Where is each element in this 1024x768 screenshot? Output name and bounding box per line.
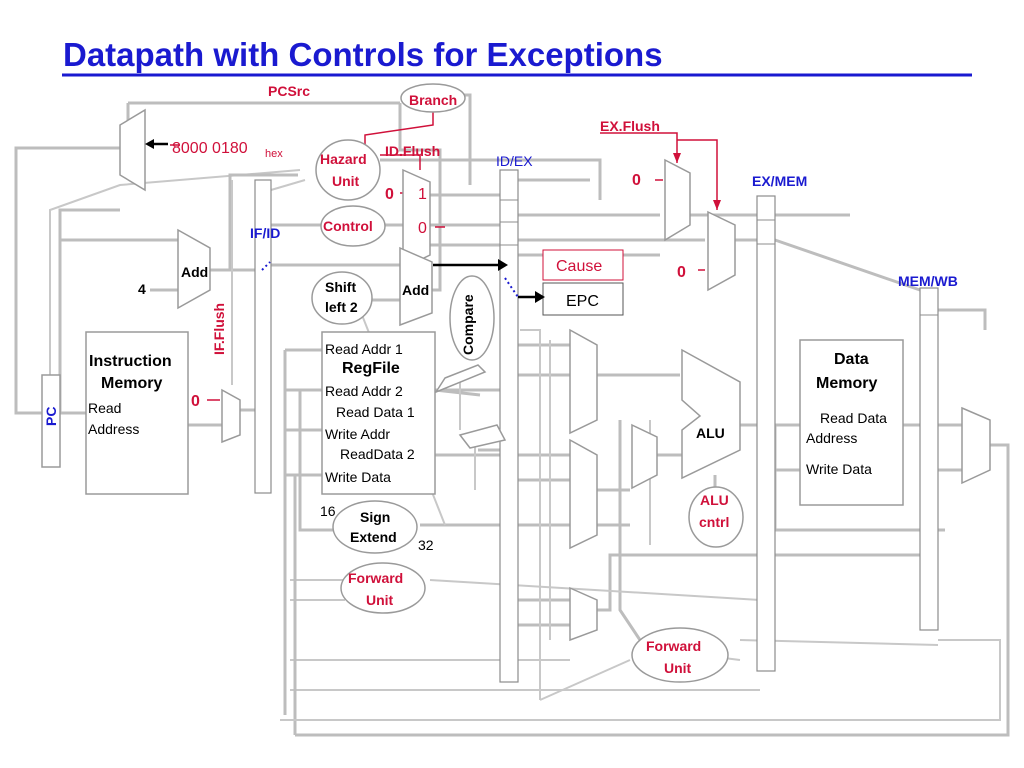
compare-unit <box>449 275 495 361</box>
alu-control-label-1: ALU <box>700 492 729 508</box>
fwd-mux-a <box>434 364 487 394</box>
if-flush-label: IF.Flush <box>211 303 227 355</box>
rf-name: RegFile <box>342 360 400 377</box>
ex-flush-label: EX.Flush <box>600 118 660 134</box>
pipeline-registers <box>254 169 939 683</box>
regdst-mux <box>569 586 598 642</box>
id-flush-label: ID.Flush <box>385 143 440 159</box>
pcsrc-label: PCSrc <box>268 83 310 99</box>
if-id-register <box>254 179 272 494</box>
imem-read: Read <box>88 400 121 416</box>
arrows <box>145 139 721 303</box>
mux-shapes <box>119 108 991 642</box>
alu-mux-a <box>569 328 598 435</box>
imem-address: Address <box>88 421 139 437</box>
pc-label: PC <box>43 407 59 426</box>
branch-adder <box>399 246 433 327</box>
mux-zero-b: 0 <box>418 220 427 237</box>
labels: PCSrc Branch EX.Flush ID.Flush Hazard Un… <box>43 83 958 676</box>
mem-wb-register <box>919 287 939 631</box>
ex-zero-2: 0 <box>677 264 686 281</box>
cause-label: Cause <box>556 258 602 275</box>
epc-register <box>542 282 624 316</box>
rf-read-data-1: Read Data 1 <box>336 404 415 420</box>
dmem-read-data: Read Data <box>820 410 887 426</box>
pc-adder <box>177 228 211 310</box>
add2-label: Add <box>402 282 429 298</box>
alu-mux-b <box>569 438 598 550</box>
four-label: 4 <box>138 281 146 297</box>
rf-read-addr-2: Read Addr 2 <box>325 383 403 399</box>
mux-zero-a: 0 <box>385 186 394 203</box>
thirtytwo-label: 32 <box>418 537 434 553</box>
control-label: Control <box>323 218 373 234</box>
hazard-label-2: Unit <box>332 173 360 189</box>
if-zero: 0 <box>191 393 200 410</box>
fwd1-label-2: Unit <box>366 592 394 608</box>
control-wires <box>170 95 718 401</box>
pc-mux <box>119 108 146 192</box>
alusrc-mux <box>631 423 658 490</box>
instruction-memory <box>85 331 189 495</box>
diagram-title: Datapath with Controls for Exceptions <box>63 36 663 73</box>
sign-extend <box>332 500 418 554</box>
id-ex-label: ID/EX <box>496 153 533 169</box>
fwd2-label-2: Unit <box>664 660 692 676</box>
register-file <box>321 331 436 495</box>
fwd1-label-1: Forward <box>348 570 403 586</box>
mux-one: 1 <box>418 186 427 203</box>
imem-label-1: Instruction <box>89 353 172 370</box>
forward-unit-id <box>340 562 426 614</box>
if-id-label: IF/ID <box>250 225 280 241</box>
id-ex-register <box>499 169 519 683</box>
alu-control <box>688 486 744 548</box>
rf-write-data: Write Data <box>325 469 391 485</box>
control-mux <box>402 168 431 270</box>
alu-label: ALU <box>696 425 725 441</box>
ex-flush-mux-2 <box>707 210 736 292</box>
const-address: 8000 0180 <box>172 140 248 157</box>
epc-label: EPC <box>566 293 599 310</box>
fwd-mux-b <box>458 424 507 449</box>
alu-shape <box>681 348 741 480</box>
dmem-address: Address <box>806 430 857 446</box>
branch-label: Branch <box>409 92 457 108</box>
sixteen-label: 16 <box>320 503 336 519</box>
add-label: Add <box>181 264 208 280</box>
branch-gate <box>400 83 466 113</box>
hazard-unit <box>315 139 381 201</box>
shift-left-2 <box>311 271 373 325</box>
dmem-label-2: Memory <box>816 375 877 392</box>
rf-read-addr-1: Read Addr 1 <box>325 341 403 357</box>
sign-label-1: Sign <box>360 509 390 525</box>
ex-mem-label: EX/MEM <box>752 173 807 189</box>
pc-register <box>41 374 61 468</box>
mem-wb-label: MEM/WB <box>898 273 958 289</box>
hazard-label-1: Hazard <box>320 151 367 167</box>
alu-control-label-2: cntrl <box>699 514 729 530</box>
wires <box>14 93 1010 737</box>
cause-register <box>542 249 624 281</box>
dmem-write-data: Write Data <box>806 461 872 477</box>
ex-mem-register <box>756 195 776 672</box>
dmem-label-1: Data <box>834 351 869 368</box>
control-unit <box>320 205 386 247</box>
hex-subscript: hex <box>265 148 283 160</box>
shift-label-2: left 2 <box>325 299 358 315</box>
rf-write-addr: Write Addr <box>325 426 390 442</box>
imem-label-2: Memory <box>101 375 162 392</box>
ex-flush-mux-1 <box>664 158 691 242</box>
if-mux <box>221 388 241 444</box>
shift-label-1: Shift <box>325 279 356 295</box>
wb-mux <box>961 406 991 485</box>
fwd2-label-1: Forward <box>646 638 701 654</box>
compare-label: Compare <box>460 294 476 355</box>
rf-read-data-2: ReadData 2 <box>340 446 415 462</box>
ex-zero-1: 0 <box>632 172 641 189</box>
sign-label-2: Extend <box>350 529 397 545</box>
forward-unit-ex <box>631 627 729 683</box>
data-memory <box>799 339 904 506</box>
